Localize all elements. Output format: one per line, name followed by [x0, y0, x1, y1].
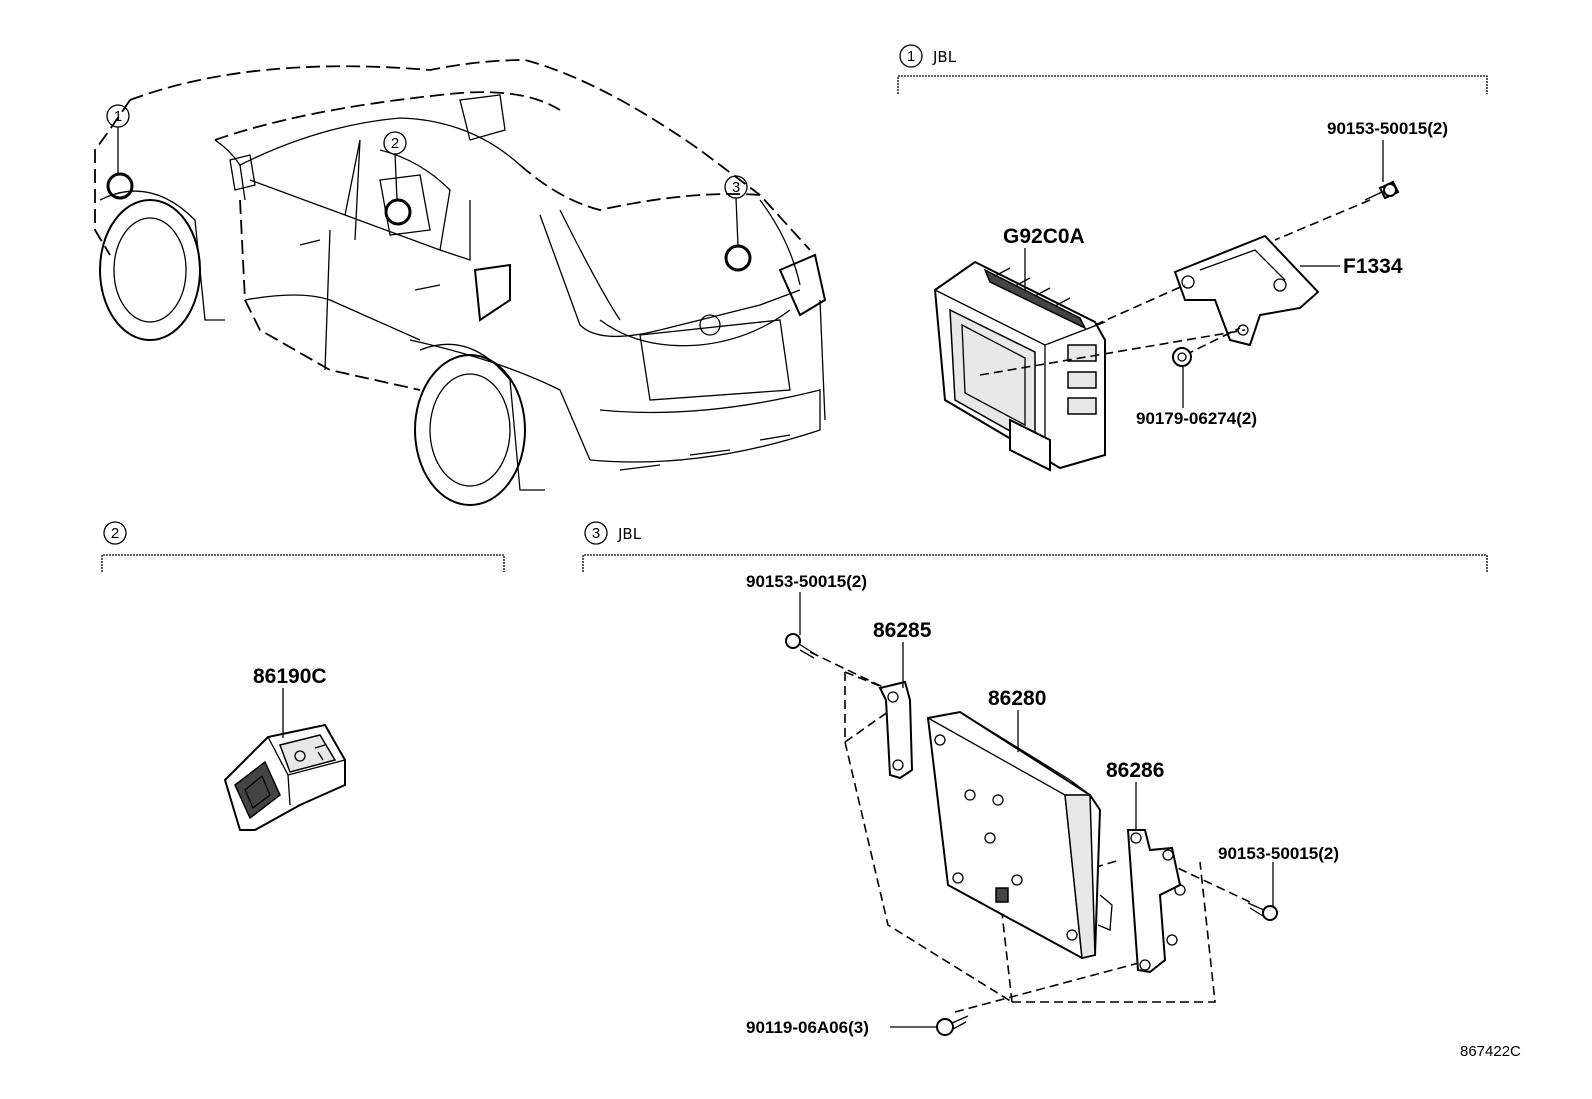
section-2-header: 2	[101, 521, 505, 572]
label-bolt-s1: 90153-50015(2)	[1327, 119, 1448, 138]
label-bolt-s3-left: 90153-50015(2)	[746, 572, 867, 591]
bracket-86286	[1126, 829, 1186, 974]
bolt-s1	[1364, 180, 1400, 201]
bracket-f1334	[1173, 234, 1320, 347]
screw-s3	[936, 1015, 969, 1036]
label-screw-s3: 90119-06A06(3)	[746, 1018, 869, 1037]
amp-module-g92c0a	[933, 260, 1106, 472]
label-g92c0a: G92C0A	[1003, 225, 1085, 248]
vehicle-illustration	[94, 59, 827, 506]
diagram-id: 867422C	[1460, 1043, 1521, 1060]
svg-text:2: 2	[111, 525, 119, 542]
svg-text:2: 2	[391, 135, 399, 152]
section-3-header: 3 JBL	[582, 521, 1488, 572]
label-86190c: 86190C	[253, 665, 327, 688]
vehicle-marker-1: 1	[106, 104, 134, 200]
label-bolt-s3-right: 90153-50015(2)	[1218, 844, 1339, 863]
usb-socket-86190c	[223, 723, 346, 831]
bolt-s3-left	[785, 633, 819, 659]
label-86286: 86286	[1106, 759, 1164, 782]
amplifier-86280	[926, 710, 1113, 960]
svg-text:3: 3	[592, 525, 600, 542]
bolt-s3-right	[1247, 902, 1278, 921]
label-86280: 86280	[988, 687, 1046, 710]
svg-text:JBL: JBL	[932, 48, 957, 66]
section-1-header: 1 JBL	[897, 44, 1488, 94]
svg-text:1: 1	[114, 108, 122, 125]
vehicle-marker-2: 2	[383, 131, 412, 226]
vehicle-marker-3: 3	[724, 175, 752, 272]
svg-text:JBL: JBL	[617, 525, 642, 543]
nut-s1	[1172, 347, 1192, 367]
label-86285: 86285	[873, 619, 932, 642]
bracket-86285	[878, 680, 914, 780]
svg-text:3: 3	[732, 179, 740, 196]
label-nut-s1: 90179-06274(2)	[1136, 409, 1257, 428]
label-f1334: F1334	[1343, 255, 1403, 278]
svg-text:1: 1	[907, 48, 915, 65]
